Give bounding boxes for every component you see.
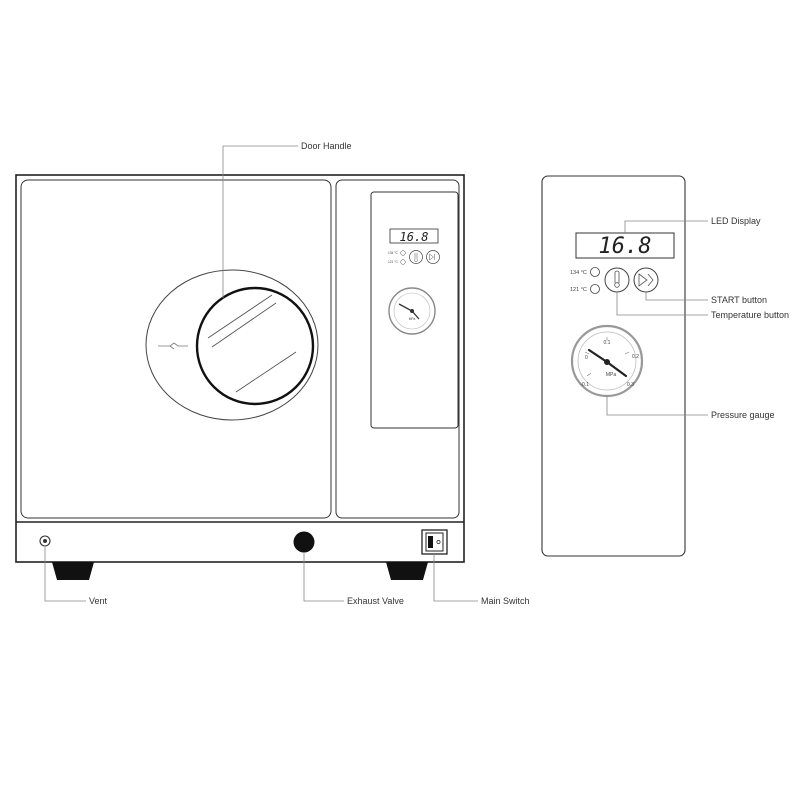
- led-display-value: 16.8: [599, 234, 652, 259]
- label-vent: Vent: [89, 596, 108, 606]
- small-temp-134: 134 °C: [388, 251, 398, 255]
- small-led-134: [400, 250, 406, 256]
- small-start-button[interactable]: [426, 250, 440, 264]
- knob-highlight: [235, 351, 297, 393]
- small-led-value: 16.8: [400, 230, 429, 244]
- vent-core: [43, 539, 47, 543]
- switch-on-mark: [428, 536, 433, 548]
- small-temp-121: 121 °C: [388, 260, 398, 264]
- temp-led-121: [590, 284, 600, 294]
- gauge-tick-0-3: 0.3: [627, 382, 634, 388]
- temp-label-134: 134 °C: [570, 270, 587, 276]
- callout-lines: [44, 145, 708, 602]
- small-gauge-unit: MPa: [409, 317, 416, 321]
- label-pressure-gauge: Pressure gauge: [711, 410, 775, 420]
- start-button[interactable]: [633, 267, 659, 293]
- switch-off-mark: [436, 540, 441, 544]
- foot-right: [386, 562, 428, 580]
- label-door-handle: Door Handle: [301, 141, 352, 151]
- label-temperature-button: Temperature button: [711, 310, 789, 320]
- thermometer-icon: [614, 270, 620, 288]
- label-start-button: START button: [711, 295, 767, 305]
- door-handle-knob[interactable]: [195, 286, 315, 406]
- control-panel-detail: 16.8 134 °C 121 °C 0 0.1 0.2 0.3 -0.1: [541, 175, 686, 557]
- foot-left: [52, 562, 94, 580]
- knob-highlight: [207, 294, 273, 339]
- label-led-display: LED Display: [711, 216, 761, 226]
- gauge-tick-minus-0-1: -0.1: [580, 382, 589, 388]
- small-thermometer-icon: [414, 253, 418, 262]
- gauge-tick-0: 0: [585, 355, 588, 361]
- gauge-tick-0-2: 0.2: [632, 354, 639, 360]
- gauge-hub: [604, 359, 610, 365]
- start-icon: [638, 273, 654, 287]
- handle-arrow-icon: [158, 342, 188, 350]
- gauge-tick-0-1: 0.1: [604, 340, 611, 346]
- small-temperature-button[interactable]: [409, 250, 423, 264]
- temp-label-121: 121 °C: [570, 287, 587, 293]
- temperature-button[interactable]: [604, 267, 630, 293]
- small-start-icon: [429, 253, 435, 261]
- small-led-display: [389, 228, 439, 244]
- knob-highlight: [211, 302, 277, 348]
- small-led-121: [400, 259, 406, 265]
- gauge-unit: MPa: [606, 372, 617, 378]
- autoclave-unit: 16.8 134 °C 121 °C MPa: [15, 174, 465, 580]
- temp-led-134: [590, 267, 600, 277]
- label-main-switch: Main Switch: [481, 596, 530, 606]
- label-exhaust-valve: Exhaust Valve: [347, 596, 404, 606]
- exhaust-valve[interactable]: [293, 531, 315, 553]
- small-gauge-needle: [398, 303, 420, 320]
- led-display: [575, 232, 675, 259]
